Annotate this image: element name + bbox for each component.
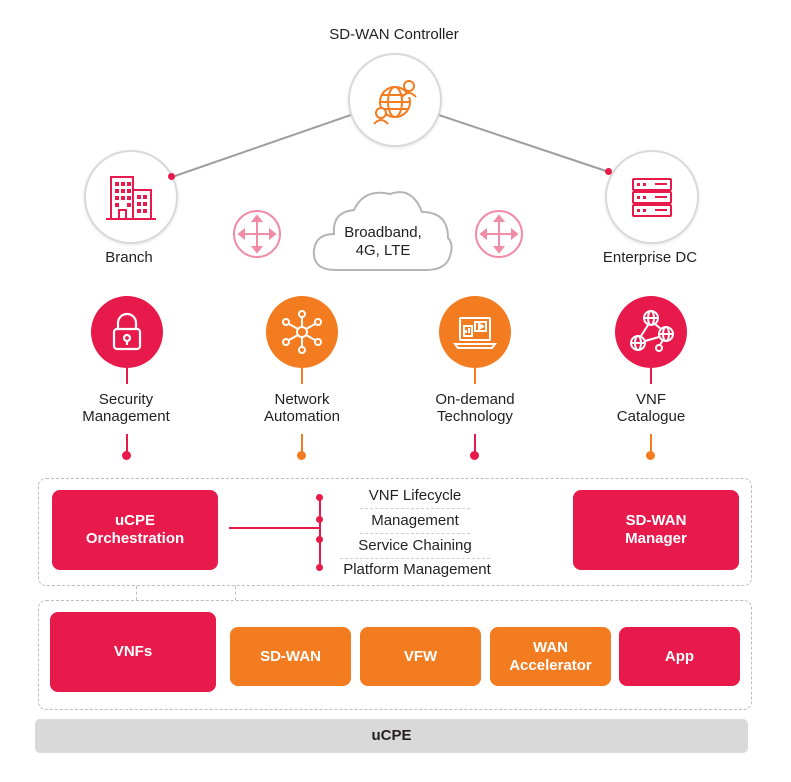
app-box[interactable]: App: [619, 627, 740, 686]
sdwan-manager-box[interactable]: SD-WAN Manager: [573, 490, 739, 570]
wan-accelerator-line2: Accelerator: [509, 656, 592, 674]
feature-drop-dot: [646, 451, 655, 460]
route-arrows-icon: [475, 210, 523, 258]
globes-network-icon: [630, 310, 674, 352]
cloud-label-line2: 4G, LTE: [355, 242, 411, 259]
vnfs-box[interactable]: VNFs: [50, 612, 216, 692]
list-separator: [360, 508, 470, 509]
wan-accelerator-line1: WAN: [532, 638, 568, 656]
laptop-media-icon: [453, 317, 497, 349]
vnfs-label: VNFs: [113, 643, 153, 660]
vfw-label: VFW: [403, 647, 438, 665]
feature-label-line1: Network: [274, 391, 330, 408]
feature-label-line2: Management: [82, 408, 170, 425]
sdwan-vnf-box[interactable]: SD-WAN: [230, 627, 351, 686]
security-management-icon-circle[interactable]: [91, 296, 163, 368]
feature-label-line2: Automation: [264, 408, 340, 425]
wan-accelerator-box[interactable]: WAN Accelerator: [490, 627, 611, 686]
list-dot: [316, 516, 323, 523]
orchestration-connector: [229, 527, 319, 529]
feature-drop-dot: [297, 451, 306, 460]
sdwan-manager-line1: SD-WAN: [625, 512, 687, 529]
feature-drop-line: [474, 434, 476, 452]
branch-label: Branch: [105, 249, 153, 266]
controller-node[interactable]: [348, 53, 442, 147]
feature-drop-dot: [122, 451, 131, 460]
feature-label-line1: On-demand: [435, 391, 515, 408]
sdwan-manager-line2: Manager: [625, 530, 687, 547]
padlock-icon: [112, 312, 142, 351]
cloud-label-line1: Broadband,: [344, 224, 422, 241]
feature-connector: [650, 368, 652, 384]
ucpe-orchestration-line1: uCPE: [114, 512, 155, 529]
network-automation-icon-circle[interactable]: [266, 296, 338, 368]
dc-link-dot: [605, 168, 612, 175]
container-link: [136, 586, 137, 600]
ucpe-orchestration-line2: Orchestration: [85, 530, 185, 547]
sdwan-vnf-label: SD-WAN: [260, 647, 321, 665]
branch-node[interactable]: [84, 150, 178, 244]
list-separator: [360, 533, 470, 534]
building-icon: [106, 176, 156, 220]
list-item-vnf-lifecycle: VNF Lifecycle: [368, 487, 462, 504]
feature-drop-line: [301, 434, 303, 452]
branch-link-dot: [168, 173, 175, 180]
feature-label-network: Network Automation: [242, 391, 362, 425]
list-item-management: Management: [371, 512, 459, 529]
feature-label-security: Security Management: [66, 391, 186, 425]
controller-label: SD-WAN Controller: [329, 26, 459, 43]
list-dot: [316, 536, 323, 543]
feature-label-line1: VNF: [636, 391, 666, 408]
feature-drop-line: [126, 434, 128, 452]
feature-connector: [474, 368, 476, 384]
server-rack-icon: [632, 178, 672, 217]
cloud-icon: [312, 191, 453, 271]
on-demand-technology-icon-circle[interactable]: [439, 296, 511, 368]
list-item-platform-management: Platform Management: [343, 561, 491, 578]
feature-connector: [301, 368, 303, 384]
feature-label-line2: Technology: [437, 408, 513, 425]
app-label: App: [664, 647, 695, 665]
feature-label-line2: Catalogue: [616, 408, 686, 425]
list-separator: [340, 558, 490, 559]
ucpe-base-label: uCPE: [371, 727, 412, 744]
network-nodes-icon: [282, 310, 322, 354]
orchestration-bracket: [319, 498, 321, 570]
feature-connector: [126, 368, 128, 384]
ucpe-orchestration-box[interactable]: uCPE Orchestration: [52, 490, 218, 570]
vnf-catalogue-icon-circle[interactable]: [615, 296, 687, 368]
list-dot: [316, 494, 323, 501]
container-link: [235, 586, 236, 600]
feature-label-ondemand: On-demand Technology: [415, 391, 535, 425]
enterprise-dc-node[interactable]: [605, 150, 699, 244]
feature-label-line1: Security: [98, 391, 154, 408]
vfw-box[interactable]: VFW: [360, 627, 481, 686]
list-dot: [316, 564, 323, 571]
route-arrows-icon: [233, 210, 281, 258]
ucpe-base-bar[interactable]: uCPE: [35, 719, 748, 753]
globe-users-icon: [373, 80, 417, 125]
orchestration-container: [38, 478, 752, 586]
enterprise-dc-label: Enterprise DC: [602, 249, 698, 266]
feature-label-vnf: VNF Catalogue: [591, 391, 711, 425]
feature-drop-dot: [470, 451, 479, 460]
feature-drop-line: [650, 434, 652, 452]
list-item-service-chaining: Service Chaining: [358, 537, 472, 554]
vnf-container: [38, 600, 752, 710]
